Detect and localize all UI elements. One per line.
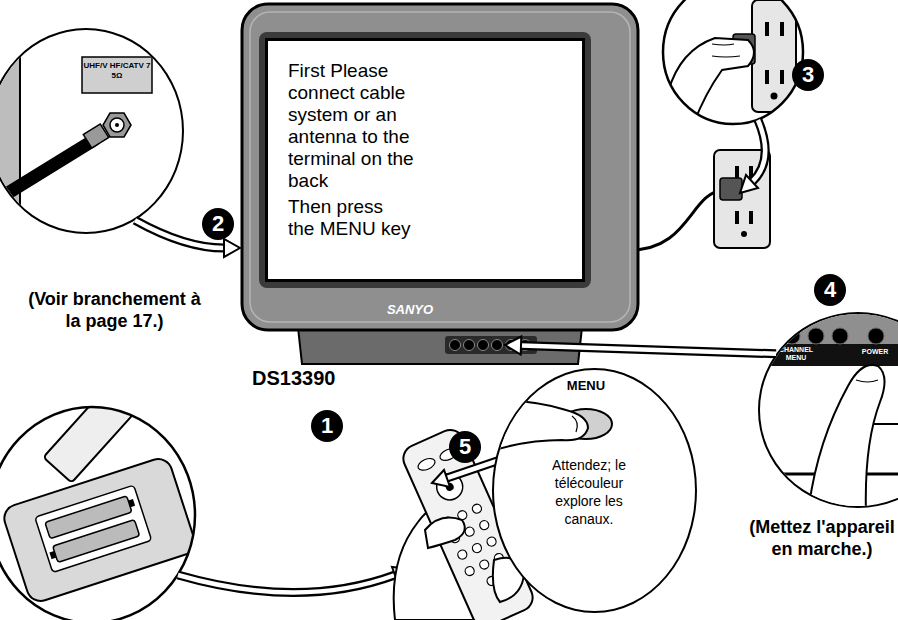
screen-message: Then press the MENU key — [288, 196, 414, 240]
button-label: CHANNEL MENU — [776, 346, 816, 362]
bezel-highlight — [250, 12, 630, 322]
callout-number: 4 — [814, 274, 846, 306]
finger-line — [712, 44, 740, 57]
tv-button — [868, 328, 884, 344]
button-callout: CHANNEL MENU POWER — [758, 312, 898, 508]
arrow-shaft — [521, 346, 776, 354]
tv-button — [808, 328, 824, 344]
remote-button — [471, 503, 483, 515]
button-strip — [760, 344, 898, 366]
power-cord — [630, 190, 724, 250]
thumb — [494, 400, 588, 450]
brand-name: SANYO — [380, 302, 440, 317]
note-text: (Mettez l'appareil en marche.) — [742, 516, 898, 560]
outlet-ground — [741, 231, 747, 237]
tv-button — [520, 340, 531, 351]
outlet-slot — [735, 211, 739, 224]
jack — [110, 118, 124, 132]
menu-callout-art — [494, 370, 697, 613]
outlet-slot — [765, 70, 769, 84]
callout-circle — [663, 0, 803, 124]
remote-button — [486, 536, 498, 548]
tv-button — [832, 328, 848, 344]
tv-button — [478, 340, 489, 351]
arrow-head — [740, 175, 758, 193]
jack-nut — [103, 113, 131, 137]
note-text: DS13390 — [252, 366, 352, 390]
antenna-cable — [0, 140, 94, 198]
menu-callout: MENU Attendez; le télécouleur explore les… — [492, 368, 697, 613]
tv-set: SANYO First Please connect cable system o… — [240, 2, 640, 368]
terminal-plate — [82, 57, 152, 93]
jack-pin — [115, 123, 119, 127]
callout-number: 1 — [311, 410, 343, 442]
outlet-slot — [765, 22, 769, 36]
outlet-slot — [780, 22, 784, 36]
instruction-text: Attendez; le télécouleur explore les can… — [534, 456, 644, 528]
hand — [660, 38, 754, 128]
remote-button — [416, 456, 437, 472]
pointer-arrow — [178, 575, 395, 593]
outlet-slot — [735, 166, 739, 179]
battery-compartment — [35, 485, 152, 572]
pointer-arrow — [752, 120, 765, 182]
screen-recess — [259, 32, 591, 288]
arrow-shaft — [521, 346, 776, 354]
outlet-callout — [660, 0, 810, 130]
button-callout-art — [760, 314, 898, 508]
battery-terminal — [128, 499, 135, 507]
arrow-head — [432, 470, 450, 487]
antenna-callout: UHF/V HF/CATV 7 5Ω — [0, 28, 184, 234]
tv-screen: First Please connect cable system or an … — [265, 38, 585, 282]
outlet-slot — [780, 70, 784, 84]
callout-circle — [0, 407, 195, 620]
battery — [53, 520, 140, 563]
remote-button — [478, 559, 490, 571]
callout-number: 2 — [202, 208, 234, 240]
terminal-label: UHF/V HF/CATV 7 5Ω — [82, 61, 152, 81]
antenna-callout-art — [0, 30, 184, 234]
button-strip — [445, 336, 537, 354]
pointer-arrow — [178, 575, 395, 593]
connector-arrow — [505, 337, 776, 355]
battery-callout — [0, 377, 205, 620]
callout-fill — [660, 0, 810, 130]
thumbnail — [572, 416, 577, 432]
button-label: POWER — [856, 348, 894, 356]
tv-button — [450, 340, 461, 351]
outlet-slot — [749, 211, 753, 224]
arrow-head — [505, 337, 521, 355]
remote-back — [1, 455, 198, 604]
tv-button — [492, 340, 503, 351]
arrow-head — [224, 239, 240, 257]
finger — [808, 365, 885, 508]
tv-button — [464, 340, 475, 351]
tv-button — [506, 340, 517, 351]
tv-bezel — [242, 4, 638, 330]
note-text: (Voir branchement à la page 17.) — [22, 288, 207, 332]
outlet-ground — [771, 93, 778, 100]
battery-lid — [43, 389, 133, 483]
battery-terminal — [49, 551, 56, 559]
panel-line — [19, 30, 21, 234]
tv-button — [784, 328, 800, 344]
callout-number: 5 — [449, 431, 481, 463]
screen-message: First Please connect cable system or an … — [288, 60, 458, 192]
remote-button — [456, 549, 468, 561]
remote-button — [471, 542, 483, 554]
remote-button — [464, 565, 476, 577]
pointer-arrow — [752, 120, 765, 182]
remote-button — [478, 519, 490, 531]
callout-number: 3 — [792, 59, 824, 91]
button-name: MENU — [556, 378, 616, 393]
tv-panel — [760, 314, 898, 344]
illustration-part — [0, 377, 198, 605]
thumb — [425, 518, 465, 548]
fingernail — [856, 380, 878, 382]
power-plug — [720, 178, 742, 200]
